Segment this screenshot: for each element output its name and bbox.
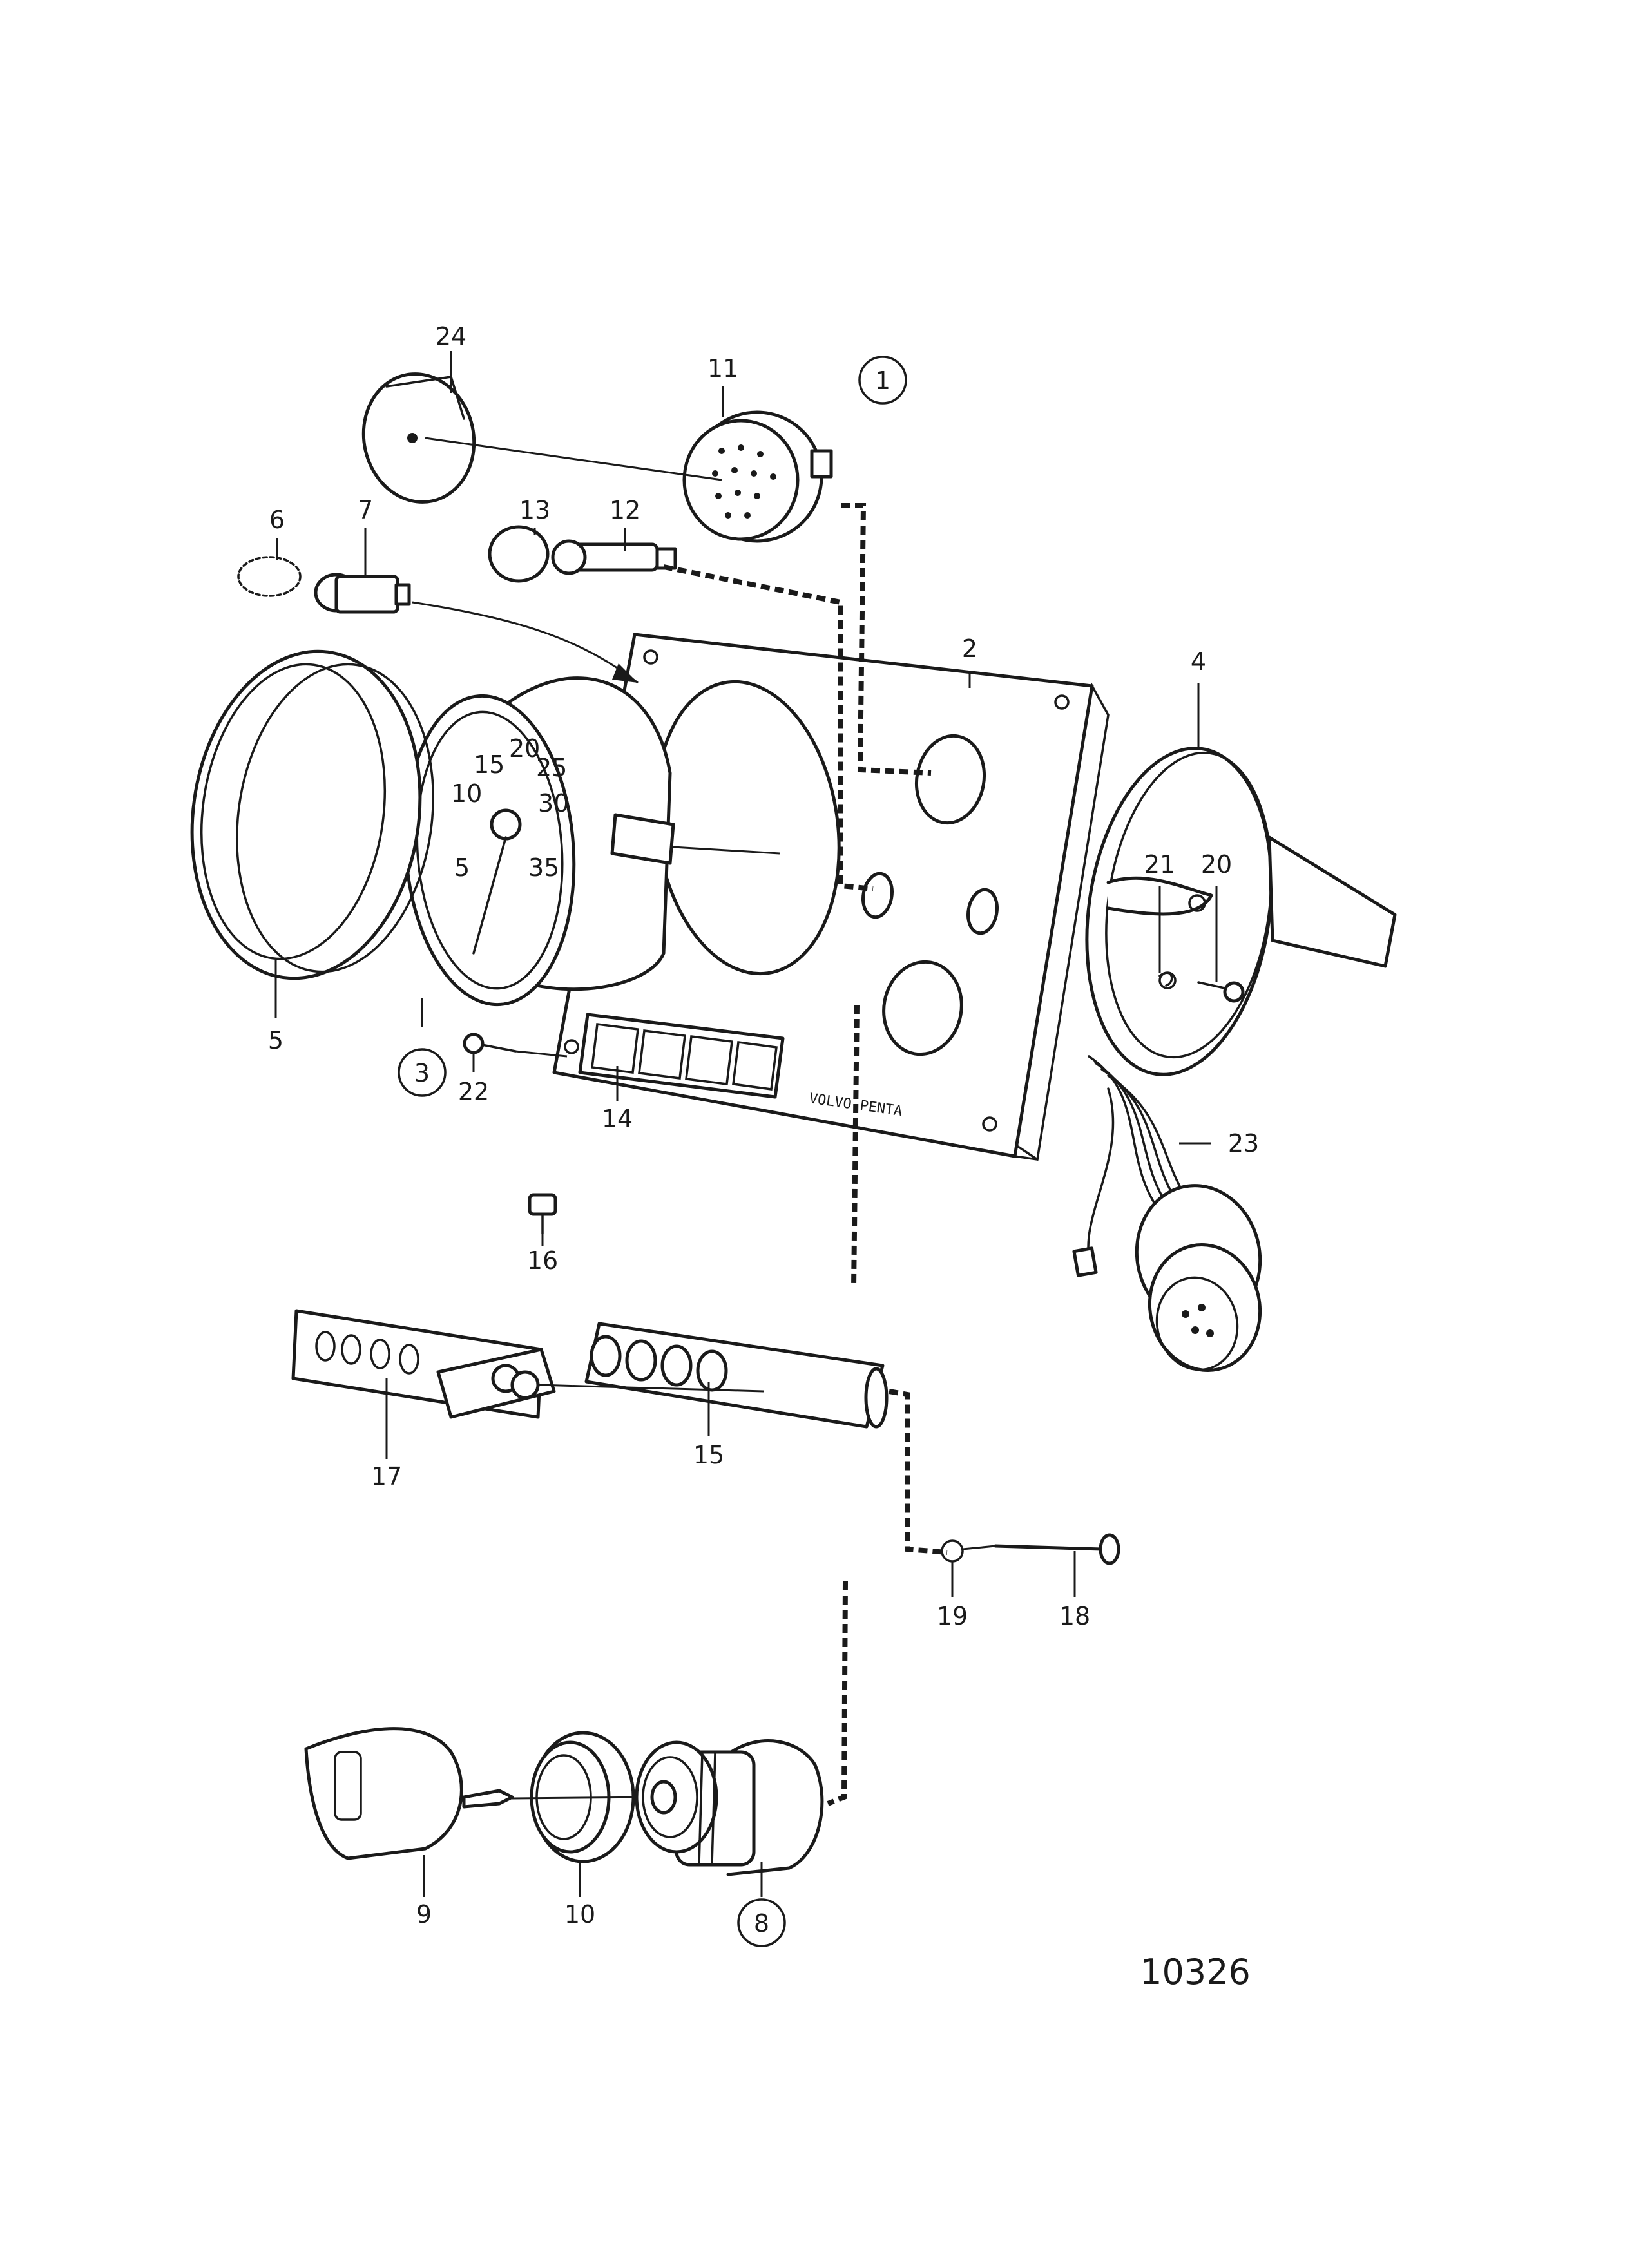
callout-circle-8 bbox=[737, 1898, 786, 1947]
callout-22: 22 bbox=[458, 1078, 489, 1106]
ignition-key bbox=[304, 1727, 514, 1860]
callout-15: 15 bbox=[693, 1441, 724, 1469]
cover-cap bbox=[361, 372, 476, 504]
callout-2: 2 bbox=[962, 634, 977, 663]
tachometer-gauge: 10 15 20 25 30 35 5 bbox=[403, 601, 780, 1007]
switch-cover bbox=[291, 1309, 556, 1419]
gauge-tick-20: 20 bbox=[509, 734, 540, 763]
callout-14: 14 bbox=[602, 1105, 633, 1133]
gauge-tick-25: 25 bbox=[536, 754, 567, 782]
callout-16: 16 bbox=[527, 1246, 558, 1275]
bulb bbox=[237, 556, 302, 597]
callout-20: 20 bbox=[1201, 850, 1232, 879]
callout-18: 18 bbox=[1059, 1602, 1090, 1630]
callout-24: 24 bbox=[436, 322, 466, 350]
callout-23: 23 bbox=[1228, 1129, 1259, 1158]
leader-lines bbox=[274, 351, 1218, 1897]
callout-circle-3 bbox=[398, 1048, 447, 1097]
gauge-tick-15: 15 bbox=[474, 750, 504, 779]
instrument-panel: VOLVO PENTA bbox=[552, 633, 1110, 1161]
gauge-tick-5: 5 bbox=[454, 853, 470, 882]
callout-circle-1 bbox=[858, 356, 907, 405]
multi-pin-connector bbox=[682, 410, 833, 543]
callout-3: 3 bbox=[414, 1059, 430, 1087]
panel-screw bbox=[463, 1033, 517, 1054]
callout-1: 1 bbox=[875, 367, 890, 395]
washer bbox=[1158, 971, 1177, 989]
long-screw bbox=[994, 1533, 1120, 1565]
callout-13: 13 bbox=[519, 496, 550, 524]
switch-block bbox=[584, 1322, 889, 1429]
callout-9: 9 bbox=[416, 1900, 432, 1929]
callout-10: 10 bbox=[564, 1900, 595, 1929]
callout-5: 5 bbox=[268, 1026, 283, 1054]
ignition-switch bbox=[635, 1739, 824, 1876]
callout-7: 7 bbox=[358, 496, 373, 524]
callout-6: 6 bbox=[269, 506, 285, 534]
callout-8: 8 bbox=[754, 1909, 769, 1938]
wiring-harness bbox=[1072, 1055, 1262, 1372]
warning-lamp bbox=[488, 525, 550, 583]
callout-11: 11 bbox=[707, 354, 738, 383]
drawing-number: 10326 bbox=[1140, 1952, 1251, 1992]
callout-12: 12 bbox=[610, 496, 640, 524]
lamp-socket bbox=[551, 539, 677, 575]
screw bbox=[1197, 981, 1245, 1003]
small-bulb bbox=[528, 1193, 557, 1235]
callout-4: 4 bbox=[1191, 647, 1206, 676]
callout-17: 17 bbox=[371, 1462, 402, 1491]
spring-washer bbox=[941, 1539, 964, 1563]
callout-19: 19 bbox=[937, 1602, 968, 1630]
bulb-holder bbox=[314, 573, 411, 614]
gauge-tick-10: 10 bbox=[451, 779, 482, 808]
bezel-ring bbox=[190, 649, 434, 980]
callouts: 1 2 3 4 5 6 7 8 9 10 11 12 13 14 15 16 1… bbox=[268, 322, 1259, 1992]
callout-21: 21 bbox=[1144, 850, 1175, 879]
rear-housing bbox=[1085, 747, 1397, 1076]
gauge-tick-35: 35 bbox=[528, 853, 559, 882]
gauge-tick-30: 30 bbox=[538, 789, 569, 817]
